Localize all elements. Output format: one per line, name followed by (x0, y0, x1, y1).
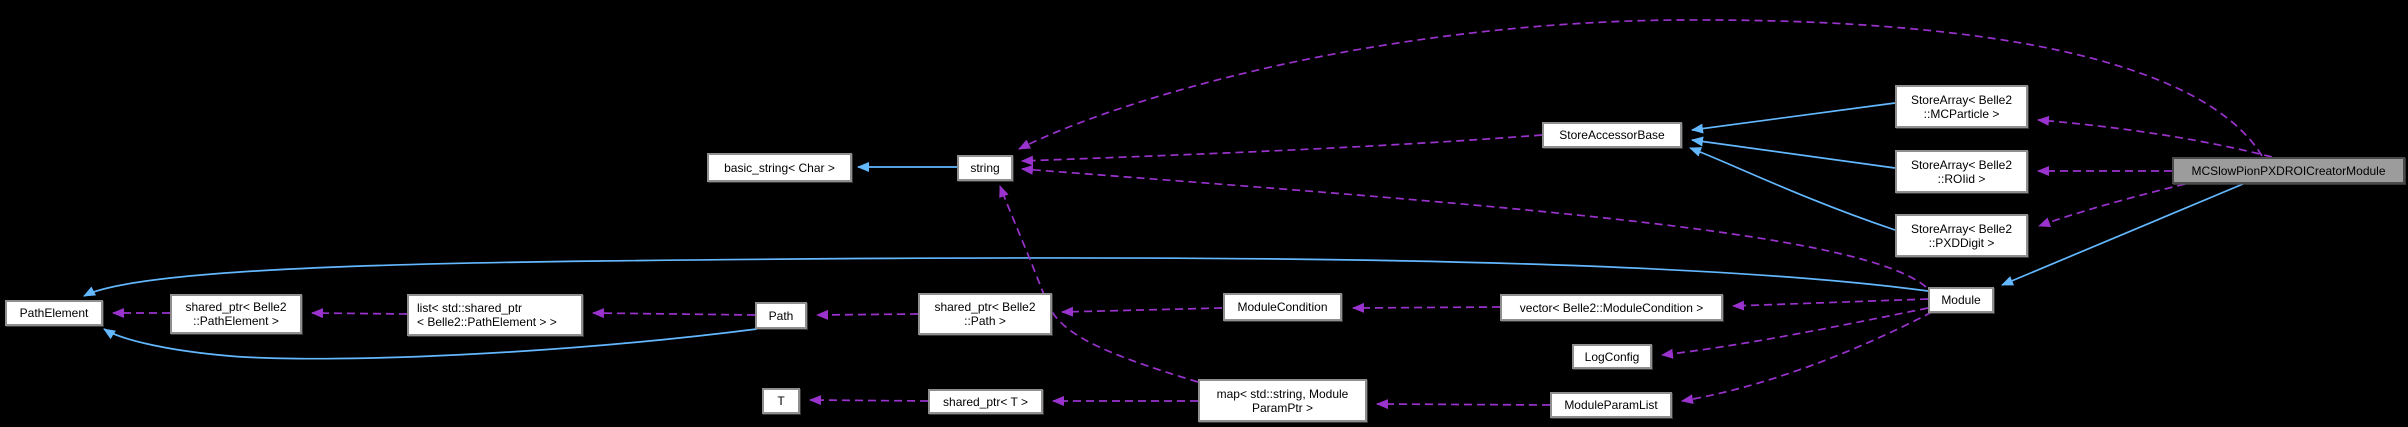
edge-module-to-path-element (83, 256, 1929, 297)
edge-list-shared-ptr-path-element-to-shared-ptr-path-element (311, 308, 408, 319)
edge-shared-ptr-path-to-path (816, 309, 919, 320)
edge-map-string-module-param-ptr-to-string (999, 185, 1199, 383)
node-vector-module-condition[interactable]: vector< Belle2::ModuleCondition > (1500, 294, 1723, 321)
edge-vector-module-condition-to-module-condition (1352, 302, 1501, 313)
node-module-param-list[interactable]: ModuleParamList (1550, 392, 1672, 418)
edge-path-to-list-shared-ptr-path-element (592, 308, 756, 319)
node-list-shared-ptr-path-element[interactable]: list< std::shared_ptr < Belle2::PathElem… (407, 294, 583, 336)
edge-shared-ptr-t-to-t (809, 395, 929, 406)
node-string[interactable]: string (957, 155, 1013, 181)
node-path[interactable]: Path (755, 302, 807, 329)
node-store-array-mcparticle[interactable]: StoreArray< Belle2 ::MCParticle > (1895, 85, 2028, 128)
edge-module-to-module-param-list (1681, 311, 1933, 405)
edge-module-to-vector-module-condition (1732, 298, 1929, 311)
node-basic-string[interactable]: basic_string< Char > (707, 153, 852, 182)
node-shared-ptr-path-element[interactable]: shared_ptr< Belle2 ::PathElement > (170, 294, 302, 334)
node-store-accessor-base[interactable]: StoreAccessorBase (1542, 122, 1682, 148)
edge-store-accessor-base-to-string (1021, 134, 1543, 166)
edge-module-to-log-config (1661, 307, 1929, 359)
edge-store-array-mcparticle-to-store-accessor-base (1691, 102, 1896, 134)
node-map-string-module-param-ptr[interactable]: map< std::string, Module ParamPtr > (1198, 379, 1367, 422)
edge-store-array-pxddigit-to-store-accessor-base (1689, 147, 1896, 231)
edge-module-to-string (1021, 164, 1927, 288)
node-store-array-roiid[interactable]: StoreArray< Belle2 ::ROIid > (1895, 150, 2028, 193)
edge-mcslowpion-pxdroi-creator-module-to-module (2001, 183, 2244, 286)
node-shared-ptr-t[interactable]: shared_ptr< T > (928, 389, 1043, 414)
edge-mcslowpion-pxdroi-creator-module-to-store-array-pxddigit (2038, 183, 2186, 227)
node-path-element[interactable]: PathElement (5, 300, 103, 326)
edge-mcslowpion-pxdroi-creator-module-to-string (1018, 19, 2263, 157)
node-log-config[interactable]: LogConfig (1572, 344, 1652, 369)
edge-store-array-roiid-to-store-accessor-base (1691, 136, 1896, 169)
node-shared-ptr-path[interactable]: shared_ptr< Belle2 ::Path > (918, 293, 1052, 335)
edge-mcslowpion-pxdroi-creator-module-to-store-array-mcparticle (2037, 115, 2273, 158)
node-t[interactable]: T (762, 388, 800, 414)
edge-module-condition-to-shared-ptr-path (1061, 306, 1223, 317)
node-mcslowpion-pxdroi-creator-module[interactable]: MCSlowPionPXDROICreatorModule (2172, 157, 2405, 184)
node-store-array-pxddigit[interactable]: StoreArray< Belle2 ::PXDDigit > (1895, 214, 2028, 257)
edge-path-to-path-element (103, 328, 758, 360)
node-module-condition[interactable]: ModuleCondition (1223, 293, 1342, 321)
edge-module-param-list-to-map-string-module-param-ptr (1376, 399, 1551, 410)
node-module[interactable]: Module (1928, 287, 1994, 313)
